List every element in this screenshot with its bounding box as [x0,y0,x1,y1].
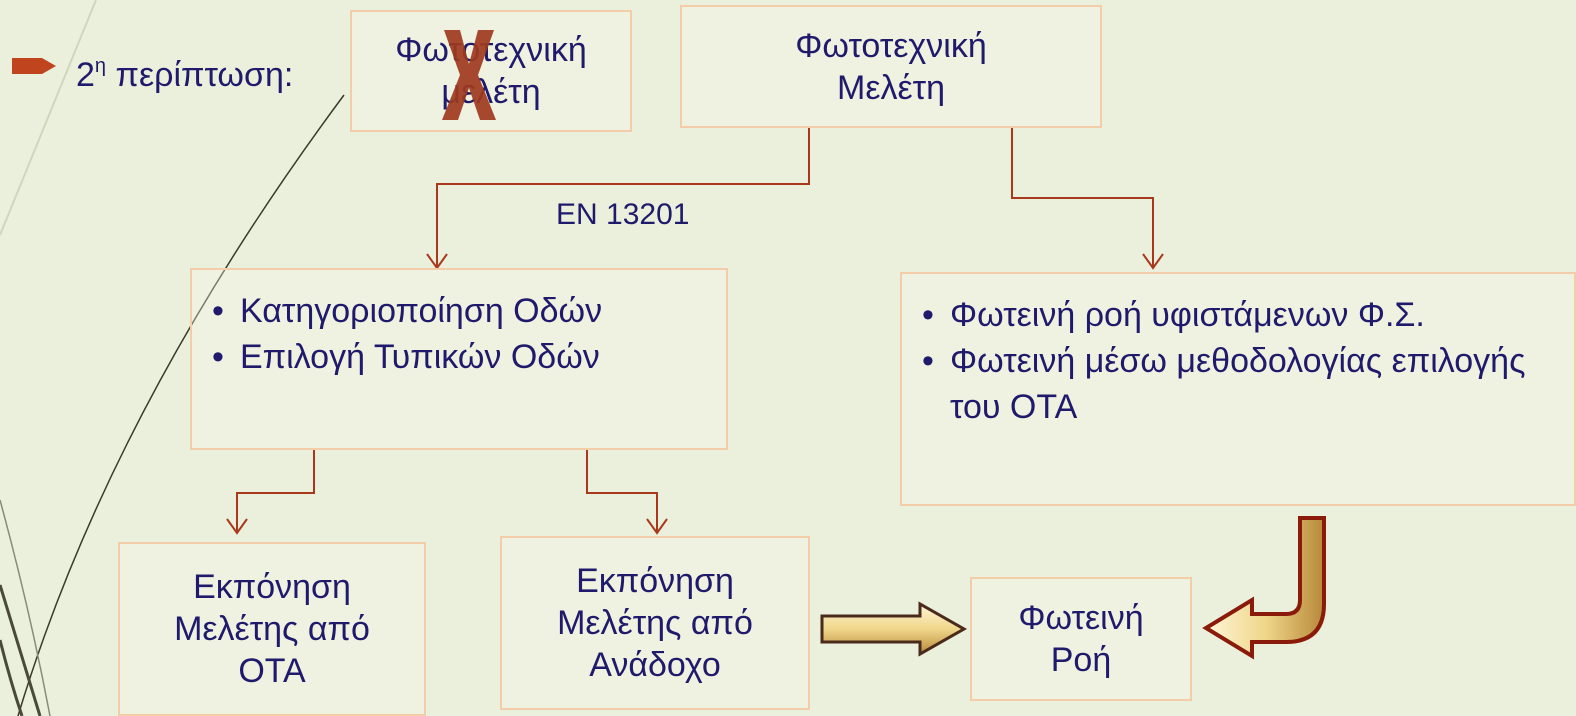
heading-superscript: η [94,55,107,77]
bent-arrow [1202,516,1326,660]
ota-line1: Εκπόνηση [193,568,351,606]
list-item: Φωτεινή μέσω μεθοδολογίας επιλογής του Ο… [912,338,1530,430]
contractor-line2: Μελέτης από [557,604,753,642]
case-heading: 2η περίπτωση: [76,46,293,95]
ota-line2: Μελέτης από [174,610,370,648]
bullet-arrow-icon [12,58,56,74]
heading-prefix: 2 [76,56,95,94]
contractor-line3: Ανάδοχο [589,646,721,684]
box-study-by-ota: Εκπόνηση Μελέτης από ΟΤΑ [118,542,426,716]
ota-line3: ΟΤΑ [238,652,306,690]
heading-suffix: περίπτωση: [106,56,294,94]
box-luminous-flux-methods: Φωτεινή ροή υφιστάμενων Φ.Σ. Φωτεινή μέσ… [900,272,1576,506]
box-road-classification: Κατηγοριοποίηση Οδών Επιλογή Τυπικών Οδώ… [190,268,728,450]
box-luminous-flux: Φωτεινή Ροή [970,577,1192,701]
result-line1: Φωτεινή [1018,599,1144,637]
result-line2: Ροή [1050,641,1112,679]
box-photometric-study: Φωτοτεχνική Μελέτη [680,5,1102,128]
cross-icon [442,30,496,120]
connector-label: EN 13201 [556,198,690,231]
list-item: Φωτεινή ροή υφιστάμενων Φ.Σ. [912,292,1574,338]
list-item: Κατηγοριοποίηση Οδών [202,288,726,334]
top-line1: Φωτοτεχνική [795,26,987,65]
box-study-by-contractor: Εκπόνηση Μελέτης από Ανάδοχο [500,536,810,710]
list-item: Επιλογή Τυπικών Οδών [202,334,726,380]
top-line2: Μελέτη [837,68,945,107]
contractor-line1: Εκπόνηση [576,562,734,600]
block-arrow-right [820,601,968,657]
